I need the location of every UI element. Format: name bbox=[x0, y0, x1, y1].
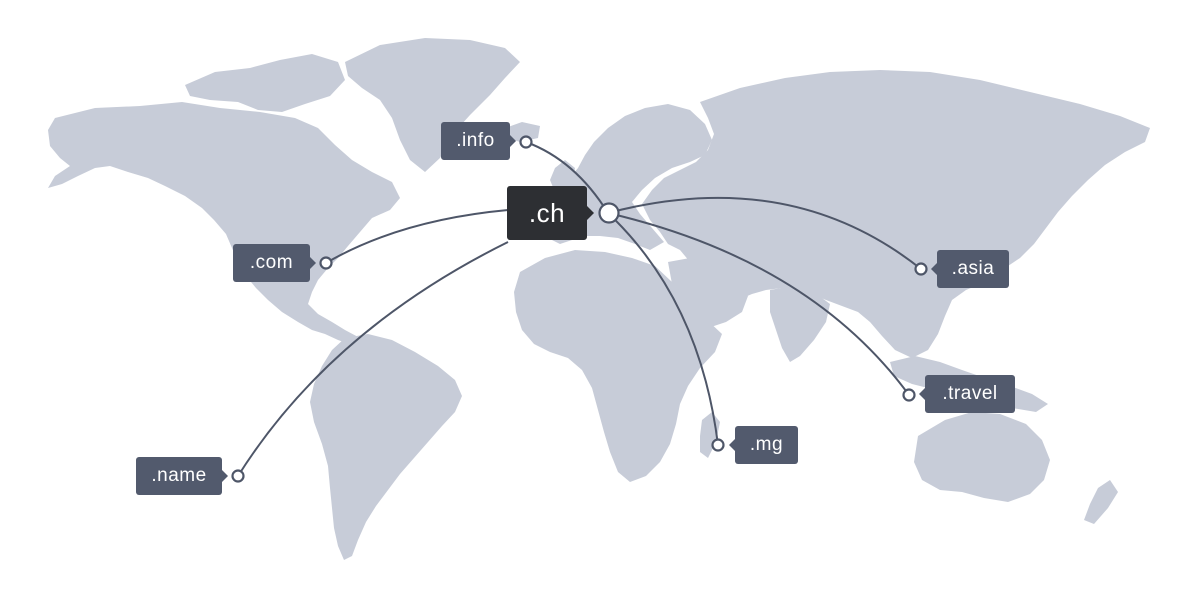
endpoint-name[interactable] bbox=[231, 469, 245, 483]
routes bbox=[237, 141, 922, 477]
route-endpoints bbox=[231, 135, 928, 483]
australia bbox=[914, 412, 1050, 502]
hub-tag-ch[interactable]: .ch bbox=[507, 186, 594, 240]
africa bbox=[514, 250, 722, 482]
landmasses bbox=[48, 38, 1150, 560]
tld-tag-com[interactable]: .com bbox=[233, 244, 316, 282]
endpoint-travel[interactable] bbox=[902, 388, 916, 402]
south-america bbox=[310, 334, 462, 560]
indian-subcontinent bbox=[770, 286, 830, 362]
north-america bbox=[48, 102, 400, 345]
route-com bbox=[325, 209, 509, 264]
canadian-arctic-islands bbox=[185, 54, 345, 112]
route-mg bbox=[607, 212, 719, 446]
route-asia bbox=[607, 196, 922, 270]
japan bbox=[996, 198, 1024, 252]
greenland bbox=[345, 38, 520, 172]
hub-node-ch[interactable] bbox=[598, 202, 620, 224]
tld-tag-travel[interactable]: .travel bbox=[919, 375, 1015, 413]
route-info bbox=[525, 141, 609, 214]
endpoint-com[interactable] bbox=[319, 256, 333, 270]
tld-tag-info[interactable]: .info bbox=[441, 122, 516, 160]
new-zealand bbox=[1084, 480, 1118, 524]
endpoint-mg[interactable] bbox=[711, 438, 725, 452]
route-travel bbox=[607, 212, 910, 396]
tld-tag-asia[interactable]: .asia bbox=[931, 250, 1009, 288]
endpoint-info[interactable] bbox=[519, 135, 533, 149]
endpoint-asia[interactable] bbox=[914, 262, 928, 276]
tld-tag-mg[interactable]: .mg bbox=[729, 426, 798, 464]
tld-tag-name[interactable]: .name bbox=[136, 457, 228, 495]
asia bbox=[642, 70, 1150, 358]
route-name bbox=[237, 241, 509, 477]
arabian-peninsula bbox=[668, 258, 748, 328]
